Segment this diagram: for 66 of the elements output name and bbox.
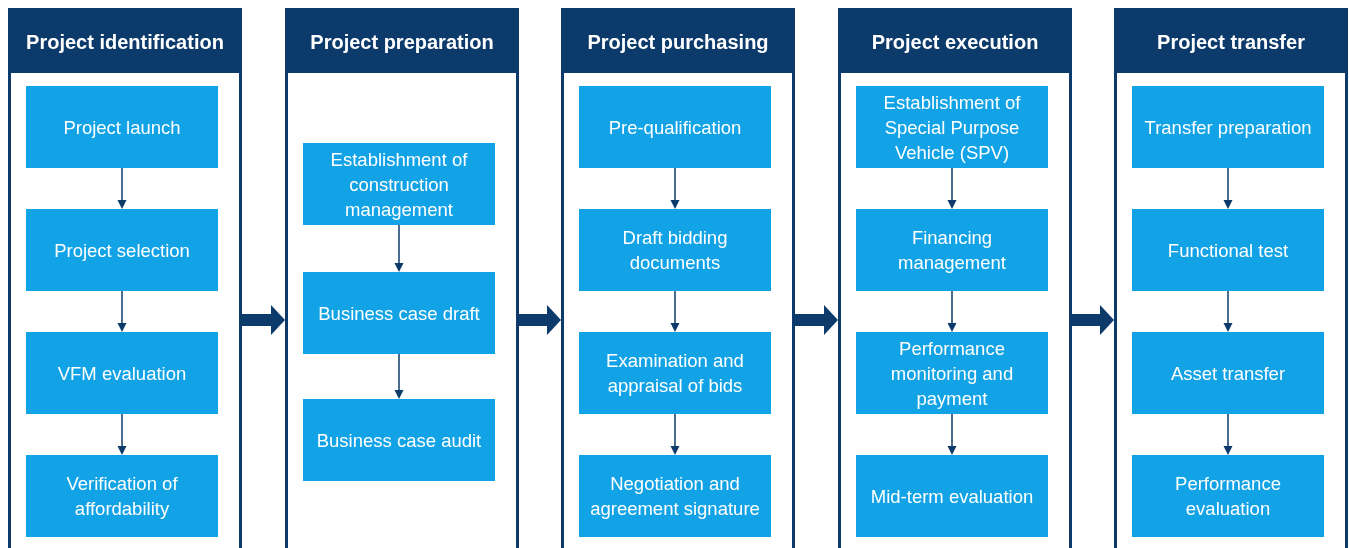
step-label: Mid-term evaluation	[870, 484, 1034, 509]
step-label: Financing management	[897, 226, 1007, 275]
step-label: Project launch	[63, 115, 181, 140]
step-box	[579, 86, 771, 168]
stage-title: Project preparation	[310, 29, 494, 55]
arrow	[1223, 167, 1233, 209]
step-label: Negotiation and agreement signature	[589, 472, 761, 521]
step-box	[579, 209, 771, 291]
arrow	[1223, 413, 1233, 455]
stage-title: Project execution	[871, 29, 1039, 55]
step-box	[303, 143, 495, 225]
arrow	[117, 290, 127, 332]
stage-title: Project identification	[26, 29, 224, 55]
step-box	[26, 332, 218, 414]
step-label: Establishment of Special Purpose Vehicle (SPV)	[882, 90, 1022, 165]
step-box	[856, 86, 1048, 168]
step-box	[856, 209, 1048, 291]
step-box	[579, 332, 771, 414]
step-label: Transfer preparation	[1144, 115, 1312, 140]
stage-panel	[1114, 8, 1348, 548]
arrow	[670, 290, 680, 332]
thick-arrow	[1072, 305, 1114, 335]
arrow	[947, 167, 957, 209]
step-box	[303, 399, 495, 481]
step-label: Draft bidding documents	[621, 226, 729, 275]
step-box	[1132, 86, 1324, 168]
step-box	[1132, 332, 1324, 414]
stage-title: Project purchasing	[587, 29, 769, 55]
step-box	[579, 455, 771, 537]
step-label: VFM evaluation	[57, 361, 187, 386]
stage-title: Project transfer	[1157, 29, 1305, 55]
step-label: Asset transfer	[1170, 361, 1286, 386]
arrow	[117, 413, 127, 455]
stage-panel	[285, 8, 519, 548]
arrow	[670, 167, 680, 209]
step-box	[1132, 455, 1324, 537]
arrow	[947, 290, 957, 332]
arrow	[394, 353, 404, 399]
stage-panel	[8, 8, 242, 548]
step-label: Project selection	[54, 238, 190, 263]
thick-arrow	[519, 305, 561, 335]
arrow	[117, 167, 127, 209]
step-label: Pre-qualification	[608, 115, 742, 140]
step-box	[856, 455, 1048, 537]
stage-panel	[561, 8, 795, 548]
thick-arrow	[795, 305, 838, 335]
arrow	[670, 413, 680, 455]
arrow	[394, 224, 404, 272]
step-box	[26, 209, 218, 291]
thick-arrow	[242, 305, 285, 335]
step-box	[26, 455, 218, 537]
step-box	[26, 86, 218, 168]
step-label: Establishment of construction management	[329, 147, 469, 222]
stage-panel	[838, 8, 1072, 548]
step-box	[856, 332, 1048, 414]
step-label: Performance evaluation	[1174, 472, 1282, 521]
arrow	[1223, 290, 1233, 332]
step-label: Examination and appraisal of bids	[605, 349, 745, 398]
step-label: Business case draft	[318, 301, 480, 326]
step-label: Functional test	[1167, 238, 1289, 263]
step-box	[1132, 209, 1324, 291]
step-label: Business case audit	[316, 428, 482, 453]
step-label: Performance monitoring and payment	[889, 336, 1015, 411]
step-box	[303, 272, 495, 354]
arrow	[947, 413, 957, 455]
step-label: Verification of affordability	[65, 472, 179, 521]
